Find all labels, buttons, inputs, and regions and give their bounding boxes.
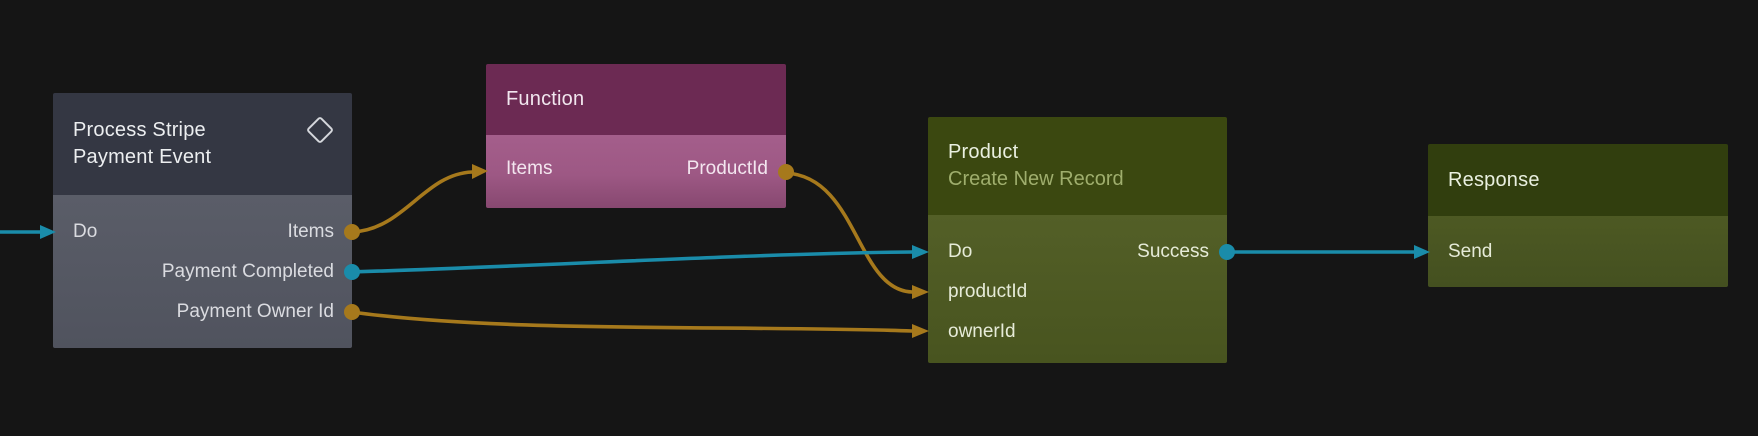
port-row: ownerId (928, 312, 1227, 352)
node-ports: Do Success productId ownerId (928, 215, 1227, 363)
output-port-payment-completed[interactable]: Payment Completed (161, 261, 334, 282)
connection-items-to-function-items[interactable] (350, 164, 488, 234)
output-port-productid[interactable]: ProductId (686, 157, 768, 179)
node-header: Function (486, 64, 786, 135)
output-port-payment-owner-id[interactable]: Payment Owner Id (176, 301, 334, 322)
node-product-create-new-record[interactable]: Product Create New Record Do Success pro… (928, 117, 1227, 363)
output-port-success[interactable]: Success (1137, 241, 1209, 262)
connection-productid-to-product-productid[interactable] (784, 171, 929, 299)
node-ports: Send (1428, 216, 1728, 287)
node-title: Response (1448, 168, 1540, 191)
input-port-ownerid[interactable]: ownerId (948, 321, 1016, 342)
output-port-items[interactable]: Items (287, 221, 334, 242)
node-title: Product (948, 141, 1019, 163)
port-row: Payment Completed (53, 252, 352, 292)
port-row: Send (1428, 232, 1728, 272)
input-port-do[interactable]: Do (948, 241, 973, 262)
port-row: Do Success (928, 232, 1227, 272)
port-row: productId (928, 272, 1227, 312)
node-title-line: Payment Event (73, 146, 212, 168)
input-port-send[interactable]: Send (1448, 241, 1493, 262)
connection-incoming-to-do[interactable] (0, 225, 56, 239)
node-ports: Items ProductId (486, 135, 786, 208)
node-title-line: Process Stripe (73, 119, 206, 141)
port-row: Do Items (53, 212, 352, 252)
node-function[interactable]: Function Items ProductId (486, 64, 786, 208)
node-ports: Do Items Payment Completed Payment Owner… (53, 195, 352, 348)
node-title: Function (506, 88, 585, 110)
arrowhead-icon (912, 285, 929, 299)
arrowhead-icon (912, 324, 929, 338)
node-process-stripe-payment-event[interactable]: Process Stripe Payment Event Do Items Pa… (53, 93, 352, 348)
node-subtitle: Create New Record (948, 168, 1124, 190)
node-header: Product Create New Record (928, 117, 1227, 215)
input-port-items[interactable]: Items (506, 157, 553, 179)
connection-success-to-send[interactable] (1225, 245, 1430, 259)
input-port-do[interactable]: Do (73, 221, 98, 242)
connection-payment-owner-id-to-ownerid[interactable] (350, 310, 929, 338)
arrowhead-icon (912, 245, 929, 259)
node-header: Response (1428, 144, 1728, 216)
connection-payment-completed-to-product-do[interactable] (350, 245, 929, 274)
port-row: Payment Owner Id (53, 292, 352, 332)
input-port-productid[interactable]: productId (948, 281, 1028, 302)
node-header: Process Stripe Payment Event (53, 93, 352, 195)
node-response[interactable]: Response Send (1428, 144, 1728, 287)
